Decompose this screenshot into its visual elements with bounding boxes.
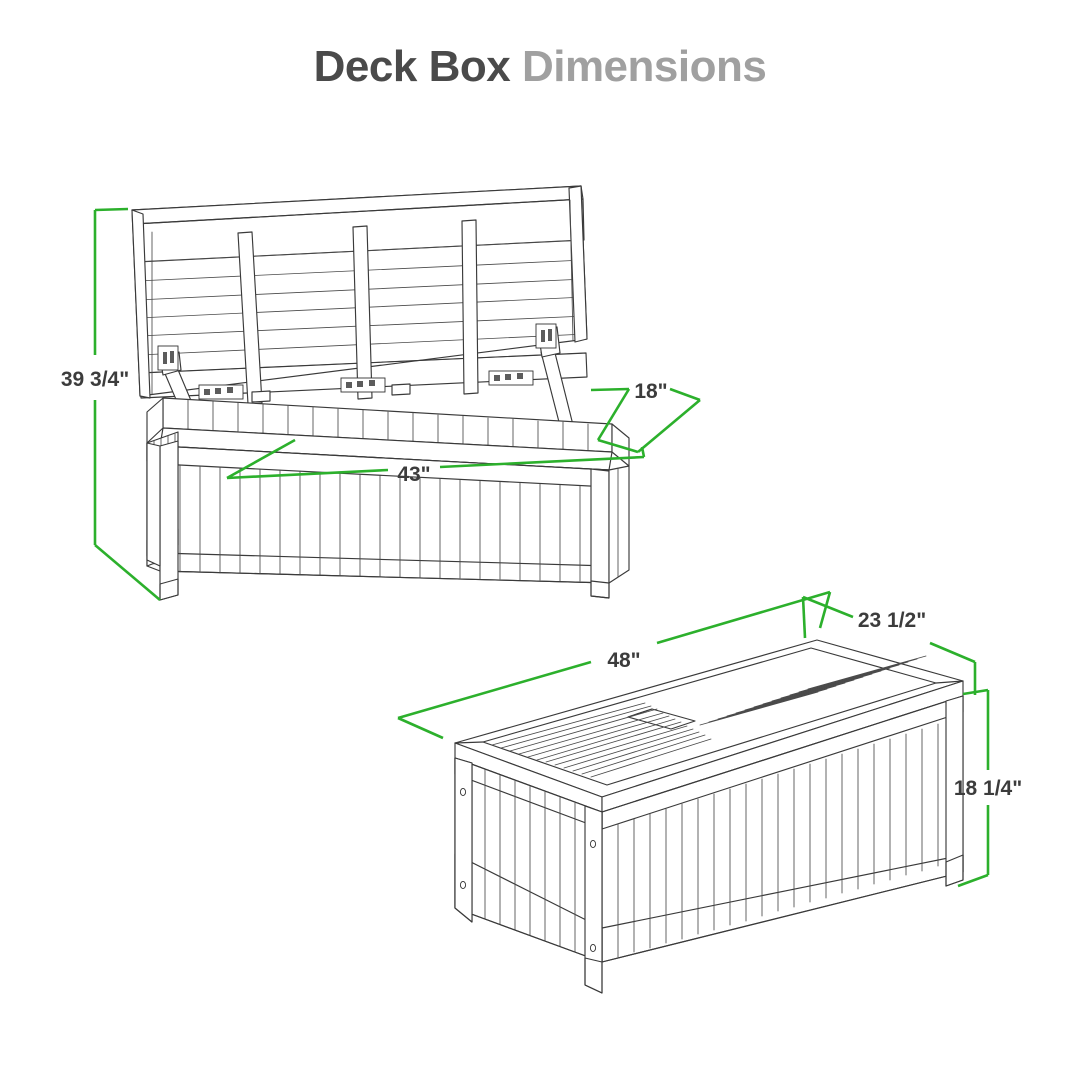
strut-bracket-left <box>157 345 179 371</box>
dimension-label-width-interior: 43" <box>397 463 430 486</box>
dimension-label-length-overall: 48" <box>607 649 640 672</box>
front-panel-slats <box>179 464 581 582</box>
lid-hinges <box>198 370 534 403</box>
leader-height-closed-top <box>962 688 989 696</box>
box-body-open <box>146 397 630 601</box>
lid-slats-right <box>699 655 927 726</box>
deck-box-closed-illustration <box>454 639 964 994</box>
screw-marks <box>459 787 597 953</box>
leader-depth-back <box>596 388 631 441</box>
dimension-width-interior: 43" <box>226 438 646 486</box>
leader-length-right <box>818 591 832 629</box>
lid-closed <box>454 639 964 813</box>
dimension-label-depth-overall: 23 1/2" <box>858 609 926 632</box>
dimension-label-height-closed: 18 1/4" <box>954 777 1022 800</box>
dimension-height-open: 39 3/4" <box>61 207 161 601</box>
dimension-depth-overall: 23 1/2" <box>801 595 977 695</box>
leader-depth-overall-left <box>801 596 807 639</box>
deck-box-open-illustration <box>131 185 630 601</box>
dimension-line-width-interior <box>226 468 389 480</box>
hinge-left <box>198 384 244 400</box>
dimension-height-closed: 18 1/4" <box>954 688 1022 888</box>
title-secondary: Dimensions <box>521 42 767 91</box>
leader-depth-front <box>637 399 701 453</box>
interior-back-slats <box>187 399 589 454</box>
legs-open-box <box>146 440 610 601</box>
lid-open <box>131 185 588 405</box>
leader-height-open-top <box>94 207 129 212</box>
legs-closed-box <box>454 695 964 994</box>
leader-width-left <box>226 438 296 480</box>
dimension-depth-interior: 18" <box>590 380 701 454</box>
lid-battens <box>237 219 479 405</box>
strut-bracket-right <box>535 323 557 349</box>
dimension-label-depth-interior: 18" <box>634 380 667 403</box>
hinge-center <box>340 377 386 393</box>
lid-slats-left <box>491 702 712 778</box>
dimension-length-overall: 48" <box>397 590 832 740</box>
dimension-label-height-open: 39 3/4" <box>61 368 129 391</box>
closed-front-slats <box>617 723 939 958</box>
leader-height-closed-bottom <box>957 873 989 888</box>
leader-length-left <box>397 716 444 740</box>
dimension-line-length-overall <box>397 660 592 720</box>
leader-height-open-bottom <box>94 544 161 601</box>
box-body-closed <box>454 695 964 994</box>
dimension-line-depth-interior <box>590 387 630 392</box>
title-primary: Deck Box <box>313 42 511 91</box>
page-title: Deck Box Dimensions <box>0 42 1080 92</box>
dimension-line-depth-overall <box>802 595 854 619</box>
hinge-right <box>488 370 534 386</box>
